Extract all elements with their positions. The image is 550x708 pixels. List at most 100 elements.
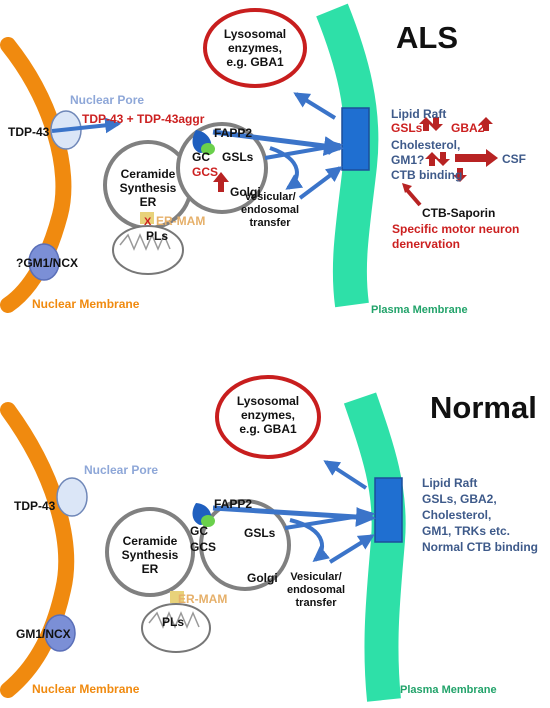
als-ctb-saporin-label: CTB-Saporin xyxy=(422,206,495,220)
als-tdp43-label: TDP-43 xyxy=(8,125,50,139)
als-ncx-channel xyxy=(28,243,60,281)
als-gsls-label: GSLs xyxy=(222,150,254,164)
normal-ceramide-label-1: Ceramide xyxy=(123,534,178,548)
normal-raft-label-1: Lipid Raft xyxy=(422,476,477,490)
als-title: ALS xyxy=(396,20,458,55)
als-arrow-vesicular xyxy=(269,146,304,190)
als-lysosome xyxy=(203,8,307,88)
als-raft-cholesterol-label: Cholesterol, xyxy=(391,138,460,152)
als-raft-gba2-label: GBA2 xyxy=(451,121,485,135)
normal-plasma-membrane-label: Plasma Membrane xyxy=(400,684,497,696)
als-gsls-down-arrow xyxy=(429,117,443,131)
als-denervation-label-1: Specific motor neuron xyxy=(392,222,519,236)
als-gba2-up-arrow xyxy=(479,117,493,131)
normal-lysosome xyxy=(215,375,321,459)
normal-vesicular-label-3: transfer xyxy=(296,597,338,609)
normal-raft-label-4: GM1, TRKs etc. xyxy=(422,524,510,538)
normal-ncx-channel xyxy=(44,614,76,652)
als-raft-gsls-label: GSLs xyxy=(391,121,423,135)
normal-nuclear-pore xyxy=(56,477,88,517)
normal-gm1-ncx-label: GM1/NCX xyxy=(16,627,71,641)
normal-fapp2-green xyxy=(201,515,215,527)
als-fapp2-label: FAPP2 xyxy=(214,126,252,140)
normal-tdp43-label: TDP-43 xyxy=(14,499,56,513)
als-arrow-vesicle-raft xyxy=(298,166,343,200)
normal-golgi-label: Golgi xyxy=(247,571,278,585)
als-fapp2-green xyxy=(201,143,215,155)
normal-raft-label-5: Normal CTB binding xyxy=(422,540,538,554)
als-gm1-up-arrow xyxy=(425,152,439,166)
normal-gcs-label: GCS xyxy=(190,540,216,554)
normal-pls-label: PLs xyxy=(162,615,184,629)
als-vesicular-label-2: endosomal xyxy=(241,204,299,216)
normal-raft-label-2: GSLs, GBA2, xyxy=(422,492,497,506)
normal-er-mam-label: ER-MAM xyxy=(178,592,227,606)
als-saporin-arrow xyxy=(405,188,422,207)
normal-nuclear-membrane xyxy=(0,402,75,698)
als-er-mam-label: ER-MAM xyxy=(156,214,205,228)
als-ceramide-label-2: Synthesis xyxy=(120,181,177,195)
normal-vesicular-label-2: endosomal xyxy=(287,584,345,596)
als-golgi-label: Golgi xyxy=(230,185,261,199)
normal-er-circle xyxy=(105,507,195,597)
als-raft-ctb-label: CTB binding xyxy=(391,168,462,182)
als-mito-cristae xyxy=(119,233,171,251)
normal-arrow-to-lysosome xyxy=(323,460,368,490)
normal-mito-cristae xyxy=(148,611,200,629)
als-gsls-up-arrow xyxy=(419,117,433,131)
als-er-mam-block xyxy=(140,212,154,224)
als-gc-label: GC xyxy=(192,150,210,164)
normal-gc-label: GC xyxy=(190,524,208,538)
als-arrow-fapp2-raft xyxy=(212,129,344,156)
als-vesicular-label-3: transfer xyxy=(250,217,292,229)
als-csf-label: CSF xyxy=(502,152,526,166)
als-panel: ALS Lysosomal enzymes, e.g. GBA1 Nuclear… xyxy=(0,3,526,316)
als-ceramide-label-1: Ceramide xyxy=(121,167,176,181)
normal-plasma-membrane xyxy=(343,392,406,702)
als-arrow-golgi-raft xyxy=(264,139,344,160)
normal-lysosome-label-3: e.g. GBA1 xyxy=(239,422,297,436)
normal-er-mam-block xyxy=(170,591,184,603)
als-ceramide-label-3: ER xyxy=(140,195,157,209)
normal-nuclear-membrane-label: Nuclear Membrane xyxy=(32,682,140,696)
normal-lysosome-label-2: enzymes, xyxy=(241,408,295,422)
normal-gsls-label: GSLs xyxy=(244,526,276,540)
als-raft-gm1-label: GM1? xyxy=(391,153,424,167)
als-lipid-raft xyxy=(341,107,370,171)
als-nuclear-membrane xyxy=(0,37,72,313)
normal-fapp2-label: FAPP2 xyxy=(214,497,252,511)
als-tdp43-aggr-label: TDP-43 + TDP-43aggr xyxy=(82,112,205,126)
als-vesicular-label-1: Vesicular/ xyxy=(244,191,295,203)
normal-title: Normal xyxy=(430,390,537,425)
normal-arrow-golgi-raft xyxy=(284,508,376,530)
als-nuclear-pore-label: Nuclear Pore xyxy=(70,93,144,107)
als-gcs-label: GCS xyxy=(192,165,218,179)
normal-lysosome-label-1: Lysosomal xyxy=(237,394,299,408)
normal-ceramide-label-2: Synthesis xyxy=(122,548,179,562)
normal-golgi-circle xyxy=(199,499,291,591)
als-nuclear-membrane-label: Nuclear Membrane xyxy=(32,297,140,311)
normal-raft-label-3: Cholesterol, xyxy=(422,508,491,522)
als-lipid-raft-label: Lipid Raft xyxy=(391,107,446,121)
als-saporin-arrowhead xyxy=(402,183,412,193)
als-ctb-down-arrow xyxy=(453,168,467,182)
als-arrow-nucleus xyxy=(51,117,122,134)
normal-ceramide-label-3: ER xyxy=(142,562,159,576)
als-arrow-to-lysosome xyxy=(293,92,337,120)
normal-lipid-raft xyxy=(374,477,403,543)
normal-arrow-vesicular xyxy=(289,518,330,563)
als-plasma-membrane-label: Plasma Membrane xyxy=(371,304,468,316)
als-lysosome-label-3: e.g. GBA1 xyxy=(226,55,284,69)
als-csf-arrow xyxy=(455,149,498,167)
als-lysosome-label-2: enzymes, xyxy=(228,41,282,55)
normal-panel: Normal Lysosomal enzymes, e.g. GBA1 Nucl… xyxy=(0,375,538,702)
normal-arrow-vesicle-raft xyxy=(328,534,375,564)
als-denervation-label-2: denervation xyxy=(392,237,460,251)
normal-vesicular-label-1: Vesicular/ xyxy=(290,571,341,583)
als-gcs-up-arrow xyxy=(213,172,229,192)
als-x-mark: X xyxy=(144,216,152,228)
als-gm1-down-arrow xyxy=(436,152,450,166)
als-pls-label: PLs xyxy=(146,229,168,243)
als-gm1-ncx-label: ?GM1/NCX xyxy=(16,256,78,270)
